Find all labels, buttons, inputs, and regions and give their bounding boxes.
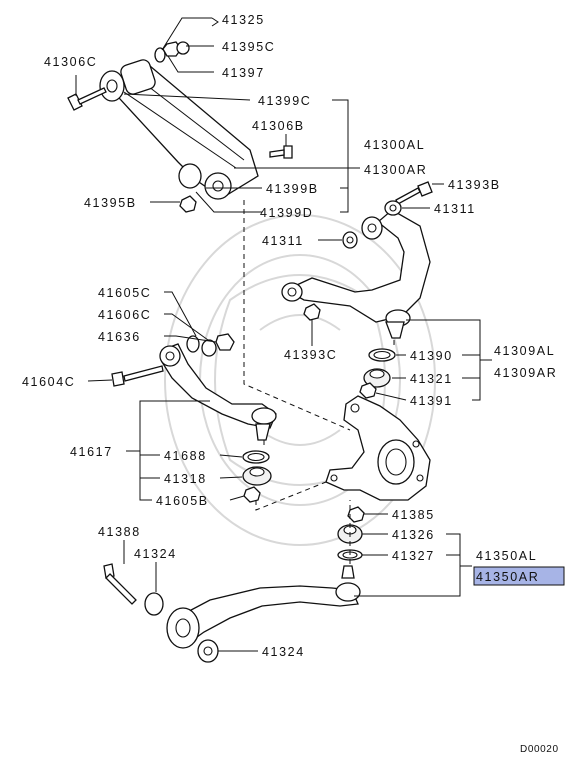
label-41393c[interactable]: 41393C <box>284 348 337 362</box>
assembly-lines <box>243 200 395 564</box>
toe-control-arm-41617 <box>159 343 277 441</box>
highlight-41350ar <box>473 566 565 586</box>
label-41306c[interactable]: 41306C <box>44 55 97 69</box>
boot-41321 <box>363 368 391 388</box>
washer-41311-upper <box>384 200 402 216</box>
label-41605b[interactable]: 41605B <box>156 494 209 508</box>
label-41395b[interactable]: 41395B <box>84 196 137 210</box>
bolt-41306c <box>67 87 107 111</box>
label-41309ar[interactable]: 41309AR <box>494 366 557 380</box>
label-41324-upper[interactable]: 41324 <box>134 547 177 561</box>
label-41399d[interactable]: 41399D <box>260 206 313 220</box>
lower-arm-41350 <box>166 565 361 649</box>
nut-41391 <box>359 382 377 399</box>
labels: 41325 41395C 41397 41306C 41399C 41306B … <box>22 13 559 755</box>
washer-41311-lower <box>342 231 358 249</box>
label-41395c[interactable]: 41395C <box>222 40 275 54</box>
label-41399b[interactable]: 41399B <box>266 182 319 196</box>
label-41321[interactable]: 41321 <box>410 372 453 386</box>
nut-41393c <box>303 303 321 321</box>
label-41326[interactable]: 41326 <box>392 528 435 542</box>
label-41397[interactable]: 41397 <box>222 66 265 80</box>
washer-41325 <box>154 47 166 63</box>
washer-41606c <box>201 339 217 357</box>
label-41350al[interactable]: 41350AL <box>476 549 537 563</box>
label-41617[interactable]: 41617 <box>70 445 113 459</box>
bolt-41393b <box>395 181 433 205</box>
washer-41324-upper <box>144 592 164 616</box>
label-41393b[interactable]: 41393B <box>448 178 501 192</box>
label-41311-lower[interactable]: 41311 <box>262 234 304 248</box>
upper-arm-41300 <box>99 59 259 200</box>
washer-41605c <box>186 335 200 353</box>
upper-control-arm-41309 <box>281 209 431 339</box>
label-41325[interactable]: 41325 <box>222 13 265 27</box>
label-41300al[interactable]: 41300AL <box>364 138 425 152</box>
label-41388[interactable]: 41388 <box>98 525 141 539</box>
label-41318[interactable]: 41318 <box>164 472 207 486</box>
label-41605c[interactable]: 41605C <box>98 286 151 300</box>
washer-41324-lower <box>197 639 219 663</box>
label-41350ar[interactable]: 41350AR <box>476 570 539 584</box>
ring-41390 <box>368 348 396 362</box>
nut-41385 <box>347 506 365 523</box>
label-41636[interactable]: 41636 <box>98 330 141 344</box>
label-41688[interactable]: 41688 <box>164 449 207 463</box>
leader-lines <box>75 17 492 652</box>
label-41604c[interactable]: 41604C <box>22 375 75 389</box>
label-41391[interactable]: 41391 <box>410 394 453 408</box>
washer-41397 <box>176 41 190 55</box>
nut-41636 <box>215 333 235 351</box>
nut-41395b <box>179 195 197 213</box>
label-41327[interactable]: 41327 <box>392 549 435 563</box>
nut-41605b <box>243 486 261 503</box>
bolt-41388 <box>103 563 137 605</box>
label-41311-upper[interactable]: 41311 <box>434 202 476 216</box>
label-41606c[interactable]: 41606C <box>98 308 151 322</box>
label-41324-lower[interactable]: 41324 <box>262 645 305 659</box>
ring-41688 <box>242 450 270 464</box>
bolt-41604c <box>111 365 164 387</box>
label-41390[interactable]: 41390 <box>410 349 453 363</box>
label-41300ar[interactable]: 41300AR <box>364 163 427 177</box>
knuckle <box>325 395 431 501</box>
label-41309al[interactable]: 41309AL <box>494 344 555 358</box>
diagram-code: D00020 <box>520 744 559 755</box>
bolt-41306b <box>269 145 293 159</box>
boot-41318 <box>242 466 272 486</box>
label-41306b[interactable]: 41306B <box>252 119 305 133</box>
label-41399c[interactable]: 41399C <box>258 94 311 108</box>
label-41385[interactable]: 41385 <box>392 508 435 522</box>
